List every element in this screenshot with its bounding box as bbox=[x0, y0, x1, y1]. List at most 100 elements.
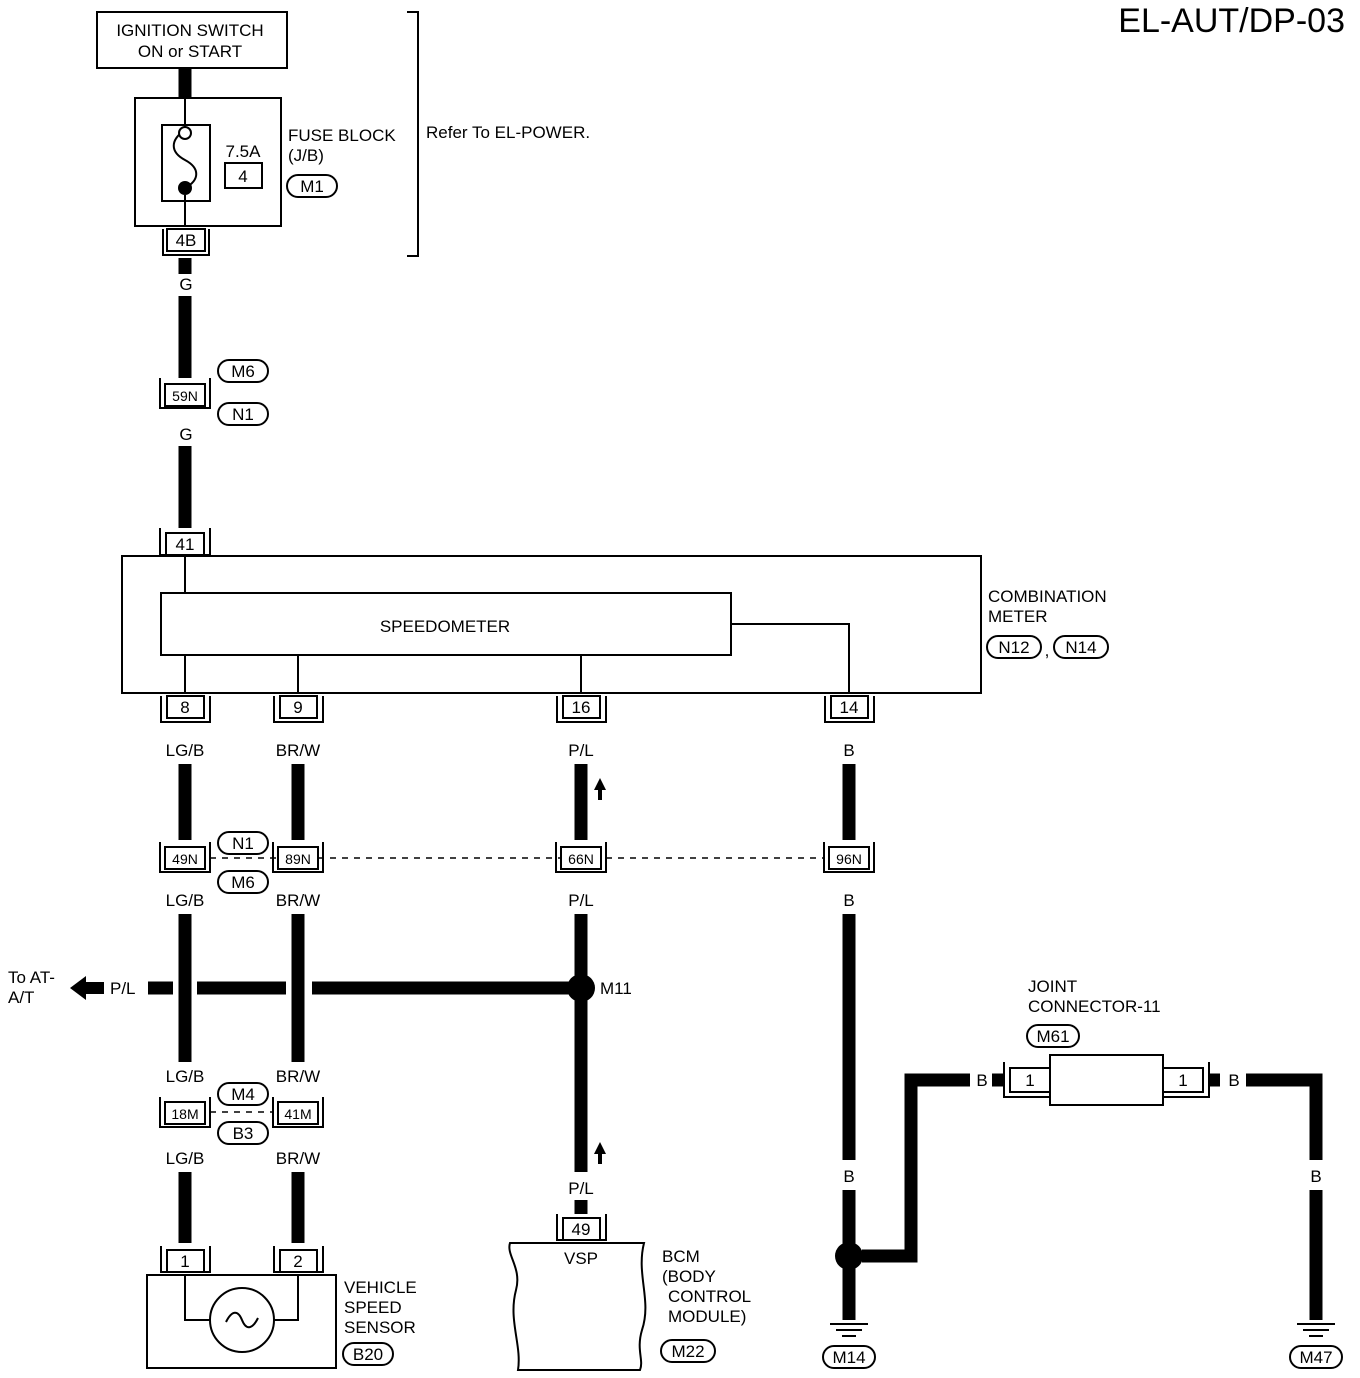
terminal-14: 14 bbox=[840, 698, 859, 717]
speedometer-label: SPEEDOMETER bbox=[380, 617, 510, 636]
terminal-9: 9 bbox=[293, 698, 302, 717]
joint-connector-label: M61 bbox=[1036, 1027, 1069, 1046]
terminal-18m: 18M bbox=[171, 1106, 198, 1122]
vss-label-2: SPEED bbox=[344, 1298, 402, 1317]
joint-label-1: JOINT bbox=[1028, 977, 1077, 996]
wire-label-b-1: B bbox=[843, 741, 854, 760]
splice-m11-label: M11 bbox=[600, 979, 632, 998]
fuse-block-label-2: (J/B) bbox=[288, 146, 324, 165]
branch-destination-2: A/T bbox=[8, 988, 34, 1007]
connector-m6-top: M6 bbox=[231, 362, 255, 381]
bcm-signal-vsp: VSP bbox=[564, 1249, 598, 1268]
connector-49n: 49N bbox=[159, 842, 211, 873]
terminal-89n: 89N bbox=[285, 851, 311, 867]
meter-connector-sep: , bbox=[1045, 641, 1050, 660]
branch-arrow bbox=[70, 976, 104, 1000]
bcm-connector: M22 bbox=[671, 1342, 704, 1361]
connector-66n: 66N bbox=[555, 842, 607, 873]
wire-color-g-1: G bbox=[179, 275, 192, 294]
wire-label-brw-1: BR/W bbox=[276, 741, 320, 760]
wire-label-lgb-4: LG/B bbox=[166, 1149, 205, 1168]
meter-label-2: METER bbox=[988, 607, 1048, 626]
vss-label-1: VEHICLE bbox=[344, 1278, 417, 1297]
meter-label-1: COMBINATION bbox=[988, 587, 1107, 606]
bcm-terminal-49: 49 bbox=[572, 1220, 591, 1239]
terminal-41: 41 bbox=[176, 535, 195, 554]
meter-terminal-9: 9 bbox=[273, 695, 324, 723]
connector-59n: 59N bbox=[159, 378, 211, 409]
vss-label-3: SENSOR bbox=[344, 1318, 416, 1337]
bcm-label-3: CONTROL bbox=[668, 1287, 751, 1306]
connector-41: 41 bbox=[159, 528, 211, 556]
wire-label-b-4: B bbox=[905, 1167, 916, 1186]
signal-arrow-lower bbox=[594, 1142, 606, 1164]
bcm-module: 49 VSP bbox=[508, 1214, 647, 1371]
splice-m11 bbox=[567, 974, 595, 1002]
joint-label-2: CONNECTOR-11 bbox=[1028, 997, 1161, 1016]
wire-label-lgb-3: LG/B bbox=[166, 1067, 205, 1086]
bcm-label-2: (BODY bbox=[662, 1267, 716, 1286]
fuse-rating: 7.5A bbox=[226, 142, 262, 161]
meter-terminal-14: 14 bbox=[824, 695, 875, 723]
connector-89n: 89N bbox=[272, 842, 324, 873]
fuse-block: 7.5A 4 FUSE BLOCK (J/B) M1 bbox=[134, 68, 396, 227]
terminal-59n: 59N bbox=[172, 388, 198, 404]
ground-m47-label: M47 bbox=[1299, 1348, 1332, 1367]
terminal-49n: 49N bbox=[172, 851, 198, 867]
meter-terminal-16: 16 bbox=[556, 695, 607, 723]
branch-wire-color: P/L bbox=[110, 979, 136, 998]
junction-connector-n1: N1 bbox=[232, 834, 254, 853]
vss-connector: B20 bbox=[353, 1345, 383, 1364]
signal-arrow-upper bbox=[594, 778, 606, 800]
branch-destination-1: To AT- bbox=[8, 968, 55, 987]
terminal-96n: 96N bbox=[836, 851, 862, 867]
fuse-block-connector: M1 bbox=[300, 177, 324, 196]
connector-4b: 4B bbox=[162, 228, 210, 256]
ignition-label-2: ON or START bbox=[138, 42, 242, 61]
connector-96n: 96N bbox=[823, 842, 875, 873]
meter-connector-n14: N14 bbox=[1065, 638, 1096, 657]
joint-terminal-left: 1 bbox=[1025, 1071, 1034, 1090]
wire-color-g-2: G bbox=[179, 425, 192, 444]
ignition-label-1: IGNITION SWITCH bbox=[116, 21, 263, 40]
terminal-41m: 41M bbox=[284, 1106, 311, 1122]
terminal-8: 8 bbox=[180, 698, 189, 717]
connector-n1-top: N1 bbox=[232, 405, 254, 424]
vehicle-speed-sensor: 1 2 bbox=[146, 1246, 337, 1369]
refer-note: Refer To EL-POWER. bbox=[426, 123, 590, 142]
wire-label-pl-3: P/L bbox=[568, 1179, 594, 1198]
vss-terminal-1: 1 bbox=[180, 1252, 189, 1271]
wire-label-b-7: B bbox=[1310, 1167, 1321, 1186]
meter-connector-n12: N12 bbox=[998, 638, 1029, 657]
terminal-4b: 4B bbox=[176, 231, 197, 250]
wire-label-b-2: B bbox=[843, 891, 854, 910]
connector-18m: 18M bbox=[159, 1097, 211, 1128]
wire-label-b-5: B bbox=[976, 1071, 987, 1090]
fuse-block-label-1: FUSE BLOCK bbox=[288, 126, 396, 145]
bcm-label-4: MODULE) bbox=[668, 1307, 746, 1326]
wire-label-b-6: B bbox=[1228, 1071, 1239, 1090]
wire-label-pl-2: P/L bbox=[568, 891, 594, 910]
ground-m47: M47 bbox=[1289, 1323, 1343, 1369]
vss-terminal-2: 2 bbox=[293, 1252, 302, 1271]
fuse-number: 4 bbox=[238, 167, 247, 186]
junction-connector-b3: B3 bbox=[233, 1124, 254, 1143]
wire-label-brw-4: BR/W bbox=[276, 1149, 320, 1168]
wire-label-brw-3: BR/W bbox=[276, 1067, 320, 1086]
page-title: EL-AUT/DP-03 bbox=[1118, 2, 1345, 40]
ignition-switch: IGNITION SWITCH ON or START bbox=[96, 11, 288, 69]
ground-m14: M14 bbox=[822, 1323, 876, 1369]
wire-label-brw-2: BR/W bbox=[276, 891, 320, 910]
terminal-16: 16 bbox=[572, 698, 591, 717]
wire-label-b-3: B bbox=[843, 1167, 854, 1186]
wire-label-pl-1: P/L bbox=[568, 741, 594, 760]
ground-m14-label: M14 bbox=[832, 1348, 865, 1367]
joint-terminal-right: 1 bbox=[1178, 1071, 1187, 1090]
junction-connector-m6: M6 bbox=[231, 873, 255, 892]
junction-connector-m4: M4 bbox=[231, 1085, 255, 1104]
meter-terminal-8: 8 bbox=[160, 695, 211, 723]
combination-meter: SPEEDOMETER bbox=[121, 555, 982, 694]
ground-splice bbox=[835, 1242, 863, 1270]
wire-label-lgb-1: LG/B bbox=[166, 741, 205, 760]
